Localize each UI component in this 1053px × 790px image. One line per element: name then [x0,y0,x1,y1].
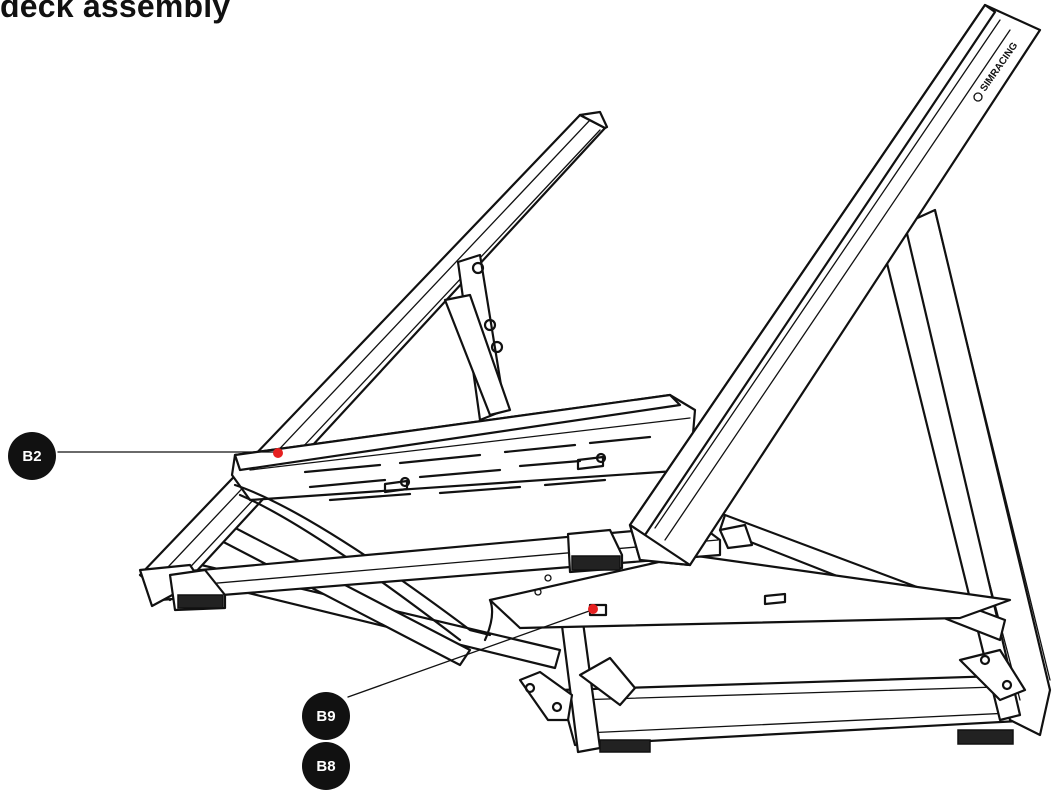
callout-b8: B8 [302,742,350,790]
page-title: deck assembly [0,0,231,24]
rear-base-frame [558,598,1040,754]
mounting-bracket [443,253,512,422]
corner-brackets [518,523,1027,722]
b9-marker [588,604,598,614]
b2-marker [273,448,283,458]
callout-b2: B2 [8,432,56,480]
deck-support-arms [233,483,494,642]
deck-plate [230,393,697,502]
deck-slots [303,435,652,502]
front-upright-rail: SIMRACING [628,3,1042,567]
deck-feet [168,528,637,707]
leader-lines [57,451,593,698]
callout-b2-label: B2 [22,447,42,465]
callout-b8-label: B8 [316,757,336,775]
right-side-frame [878,208,1052,737]
callout-b9: B9 [302,692,350,740]
left-upright-rail [138,110,609,602]
callout-b9-label: B9 [316,707,336,725]
